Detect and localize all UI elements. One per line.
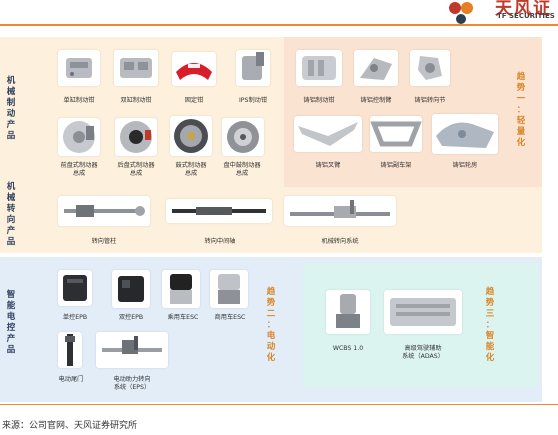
ips-caliper-image	[236, 50, 270, 86]
fixed-caliper-image	[172, 52, 216, 86]
product-caption: IPS制动钳	[238, 97, 268, 104]
product-caption: 铸铝轮房	[452, 162, 478, 169]
product-caption: 鼓式制动器 总成	[175, 162, 207, 177]
logo-text: 天风证	[495, 0, 552, 19]
front-disc-brake-image	[58, 118, 100, 156]
adas-image	[384, 290, 462, 334]
product-caption: 电动助力转向 系统（EPS）	[113, 376, 151, 391]
steering-column-image	[58, 196, 150, 226]
product-caption: 转向管柱	[91, 238, 117, 245]
aluminum-knuckle-image	[410, 50, 450, 86]
product-caption: 铸铝叉臂	[315, 162, 341, 169]
product-caption: 铸铝控制臂	[360, 97, 392, 104]
product-caption: 后盘式制动器 总成	[117, 162, 155, 177]
drum-brake-image	[170, 116, 212, 156]
aluminum-caliper-image	[296, 50, 342, 86]
aluminum-subframe-image	[370, 116, 422, 152]
source-note: 来源：公司官网、天风证券研究所	[2, 421, 138, 431]
rear-disc-brake-image	[115, 118, 157, 156]
trend-label-electrification: 趋 势 二 ： 电 动 化	[266, 287, 276, 363]
aluminum-wheelhouse-image	[432, 114, 498, 154]
product-caption: 盘中鼓制动器 总成	[223, 162, 261, 177]
product-caption: 乘用车ESC	[167, 314, 199, 321]
commercial-esc-image	[210, 270, 248, 308]
product-caption: 转向中间轴	[204, 238, 236, 245]
section-label-brake: 机 械 制 动 产 品	[6, 76, 16, 141]
wcbs-image	[326, 290, 370, 334]
logo-icon	[445, 0, 485, 24]
aluminum-wishbone-image	[294, 116, 362, 152]
product-caption: 单控EPB	[62, 314, 88, 321]
product-caption: 铸铝转向节	[414, 97, 446, 104]
trend-label-lightweight: 趋 势 一 ： 轻 量 化	[516, 72, 526, 148]
product-caption: 双控EPB	[118, 314, 144, 321]
mechanical-steering-system-image	[284, 196, 396, 226]
eps-image	[96, 332, 168, 368]
electric-tailgate-image	[58, 332, 82, 368]
drum-in-disc-brake-image	[222, 118, 264, 156]
product-caption: 铸铝副车架	[380, 162, 412, 169]
single-epb-image	[58, 270, 92, 306]
product-caption: 铸铝制动钳	[303, 97, 335, 104]
steering-intermediate-shaft-image	[166, 199, 272, 223]
product-caption: 双缸制动钳	[120, 97, 152, 104]
header-divider	[0, 24, 558, 26]
trend-label-intelligence: 趋 势 三 ： 智 能 化	[485, 287, 495, 363]
aluminum-control-arm-image	[354, 50, 398, 86]
product-caption: 固定钳	[184, 97, 204, 104]
section-label-electric: 智 能 电 控 产 品	[6, 290, 16, 355]
section-label-steering: 机 械 转 向 产 品	[6, 182, 16, 247]
double-caliper-image	[114, 50, 158, 86]
product-caption: 前盘式制动器 总成	[60, 162, 98, 177]
product-caption: 单缸制动钳	[63, 97, 95, 104]
dual-epb-image	[112, 270, 150, 308]
passenger-esc-image	[162, 270, 200, 308]
product-caption: WCBS 1.0	[332, 345, 364, 352]
single-caliper-image	[58, 50, 100, 86]
product-caption: 商用车ESC	[214, 314, 246, 321]
product-caption: 高级驾驶辅助 系统（ADAS）	[402, 345, 444, 360]
logo-subtitle: TF SECURITIES	[497, 12, 555, 20]
product-caption: 电动尾门	[58, 376, 84, 383]
product-caption: 机械转向系统	[321, 238, 359, 245]
footer-divider	[0, 404, 558, 405]
